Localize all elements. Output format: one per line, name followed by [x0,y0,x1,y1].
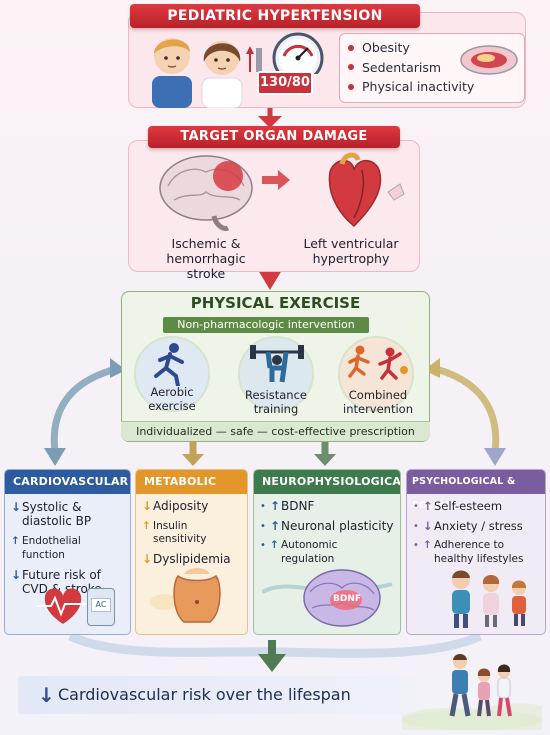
gauge-icon [246,32,324,74]
family-walking-illustration [402,654,542,730]
arrow-head-right [484,448,506,466]
brain-icon [159,155,253,231]
risk-factors-box: Obesity Sedentarism Physical inactivity [339,33,525,103]
risk-factor-item: Obesity [348,38,474,58]
bullet-icon [348,64,354,71]
runner-icon [154,343,184,386]
brain-label: Ischemic & hemorrhagic stroke [166,236,246,281]
arrow-tip-left-top [110,358,126,378]
resistance-label: Resistance training [245,388,307,416]
exercise-footer: Individualized — safe — cost-effective p… [121,421,430,441]
bdnf-tag: BDNF [332,594,361,604]
metabolic-item: ↓Dyslipidemia [142,551,231,566]
neuro-item: •↑BDNF [260,499,315,513]
belly-icon [150,568,221,623]
bullet-icon [348,44,354,51]
down-arrow-icon: ↓ [38,683,55,707]
combined-label: Combined intervention [343,388,413,416]
arrow-curve-left [50,364,121,453]
weightlifter-icon [250,345,304,383]
psychological-title: PSYCHOLOGICAL & SOCIAL [407,470,545,511]
arrow-head-organ [258,270,282,290]
artery-icon [460,45,518,75]
outcome-bar [18,676,448,714]
cardiovascular-title: CARDIOVASCULAR [5,470,130,494]
heart-monitor-icon [37,588,91,624]
neurophysiological-title: NEUROPHYSIOLOGICAL [254,470,400,494]
arrow-head-outcome [258,654,286,672]
risk-factor-item: Physical inactivity [348,77,474,97]
neuro-item: •↑Autonomic regulation [260,539,338,565]
neurophysiological-card: NEUROPHYSIOLOGICAL •↑BDNF •↑Neuronal pla… [253,469,401,635]
cardiovascular-card: CARDIOVASCULAR ↓Systolic & diastolic BP … [4,469,131,635]
bp-reading: 130/80 [257,71,313,95]
combined-exercise-icon [348,345,408,380]
psychological-card: PSYCHOLOGICAL & SOCIAL •↑Self-esteem •↓A… [406,469,546,635]
heart-label: Left ventricular hypertrophy [303,236,399,266]
metabolic-item: ↑Insulin sensitivity [142,519,207,546]
cardiovascular-item: ↑Endothelial function [11,535,81,561]
outcome-text: Cardiovascular risk over the lifespan [58,685,351,704]
arrow-head-left [44,448,66,466]
bp-monitor-device: AC [87,588,115,626]
aerobic-label: Aerobic exercise [148,385,196,413]
psych-item: •↓Anxiety / stress [413,518,523,533]
heart-icon [328,152,405,228]
psych-item: •↑Self-esteem [413,499,503,513]
right-arrow-icon [262,170,290,190]
hypertension-title: PEDIATRIC HYPERTENSION [130,4,420,28]
metabolic-card: METABOLIC ↓Adiposity ↑Insulin sensitivit… [135,469,248,635]
metabolic-item: ↓Adiposity [142,499,209,513]
arrow-head-neuro [314,454,336,466]
arrow-head-hyp [258,116,282,128]
risk-factor-item: Sedentarism [348,58,474,78]
bullet-icon [348,83,354,90]
exercise-title: PHYSICAL EXERCISE [190,294,361,312]
exercise-subtitle: Non-pharmacologic intervention [163,317,369,333]
organ-damage-title: TARGET ORGAN DAMAGE [148,126,400,148]
cardiovascular-item: ↓Systolic & diastolic BP [11,500,92,528]
arrow-curve-right [431,364,500,453]
arrow-tip-right-top [424,358,440,378]
glowing-brain-icon [262,569,393,627]
bp-monitor-label: AC [91,598,111,612]
psych-item: •↑Adherence to healthy lifestyles [413,539,524,565]
metabolic-title: METABOLIC [136,470,247,494]
arrow-head-metabolic [182,454,204,466]
cardiovascular-item: ↓Future risk of CVD & stroke [11,568,102,596]
children-illustration [152,38,243,108]
neuro-item: •↑Neuronal plasticity [260,518,394,533]
kids-group-icon [452,570,527,628]
